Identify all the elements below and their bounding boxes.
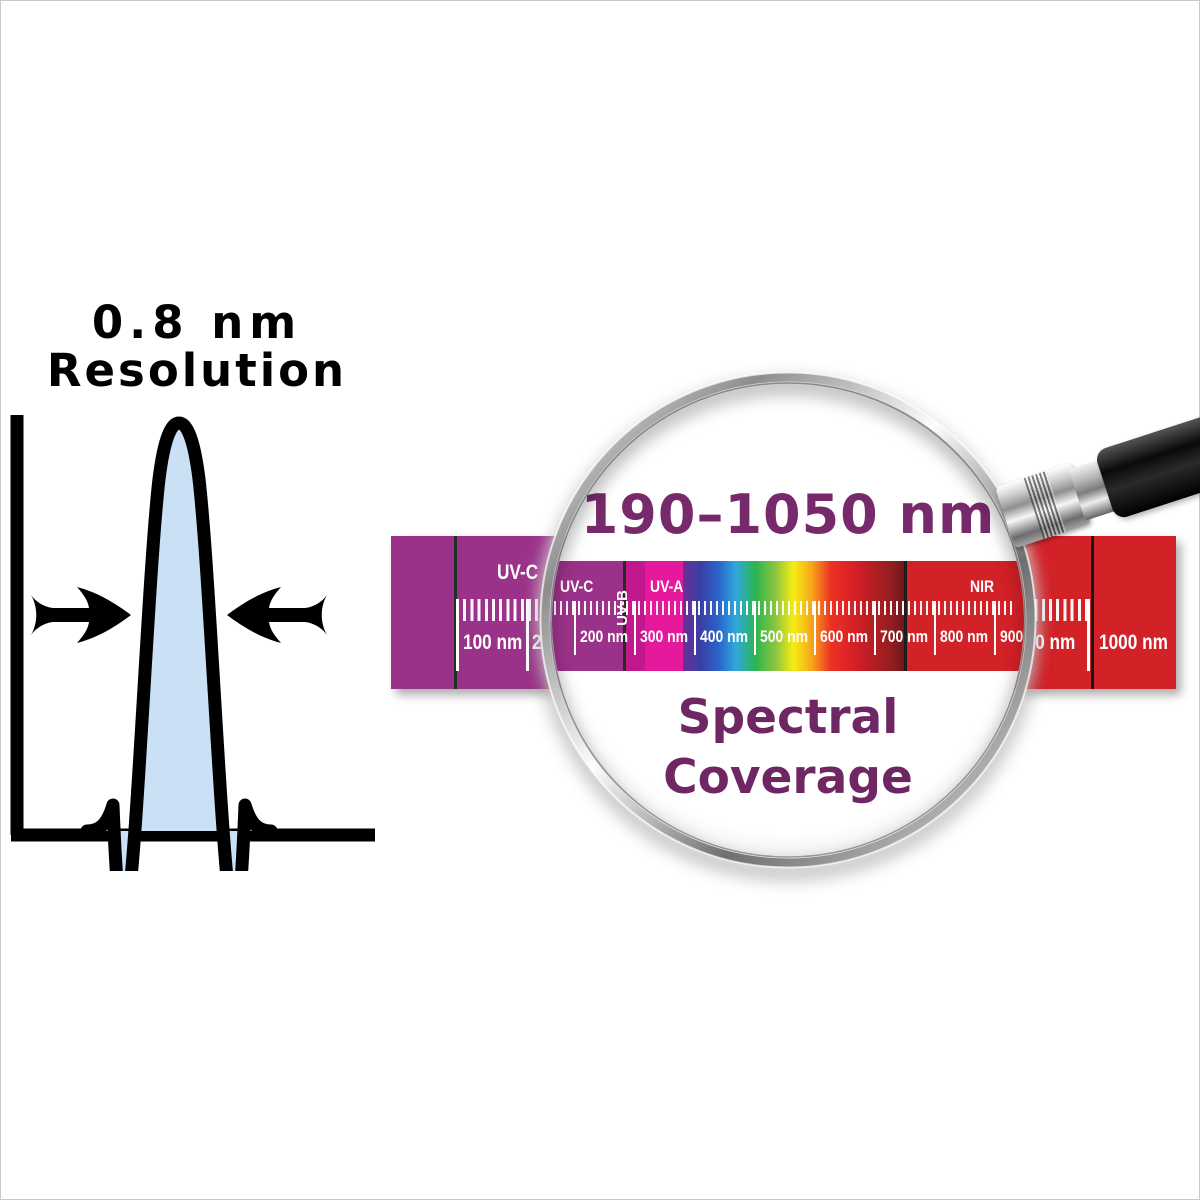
left-width-arrow-icon: [31, 587, 131, 643]
major-tick-200nm: [574, 601, 576, 655]
tick-label-300nm: 300 nm: [640, 627, 689, 646]
uva-segment: [645, 561, 683, 671]
uvc-region-label: UV-C: [560, 577, 594, 596]
major-tick-900nm: [994, 601, 996, 655]
resolution-value: 0.8 nm: [91, 296, 303, 349]
nir-region-label: NIR: [970, 577, 995, 596]
uvc-segment: [552, 561, 623, 671]
uva-region-label: UV-A: [650, 577, 684, 596]
resolution-peak: [80, 416, 278, 871]
boundary-100nm: [454, 536, 457, 689]
tick-label-900nm: 900 nm: [1000, 627, 1024, 646]
major-tick-500nm: [754, 601, 756, 655]
major-tick-1000nm: [1087, 599, 1090, 671]
major-tick-700nm: [874, 601, 876, 655]
tick-label-600nm: 600 nm: [820, 627, 869, 646]
tick-label-100nm: 100 nm: [463, 631, 523, 654]
resolution-peak-graph: [10, 415, 375, 871]
magnifier-lens: 190–1050 nm UV-C UV-B UV-A NIR 200 nm 30…: [552, 384, 1024, 856]
major-tick-200nm: [526, 599, 529, 671]
major-tick-400nm: [694, 601, 696, 655]
spectral-caption-line2: Coverage: [663, 750, 913, 805]
nir-segment: [907, 561, 1024, 671]
magnifier-handle: [1093, 399, 1200, 521]
uvc-region-label-outer: UV-C: [497, 561, 539, 584]
ferrule-knurl-band: [1023, 470, 1067, 540]
major-tick-300nm: [634, 601, 636, 655]
resolution-heading: 0.8 nm Resolution: [1, 299, 393, 394]
tick-label-400nm: 400 nm: [700, 627, 749, 646]
tick-label-800nm: 800 nm: [940, 627, 989, 646]
spectral-range-label: 190–1050 nm: [580, 483, 996, 546]
tick-label-500nm: 500 nm: [760, 627, 809, 646]
minor-ticks: [554, 601, 1016, 615]
major-tick-600nm: [814, 601, 816, 655]
major-tick-800nm: [934, 601, 936, 655]
magnifier-rim: [539, 371, 1037, 869]
uvc-uvb-boundary: [623, 561, 626, 671]
major-tick-100nm: [456, 599, 459, 671]
spectral-caption-line1: Spectral: [677, 690, 899, 745]
boundary-1000nm: [1091, 536, 1094, 689]
resolution-word: Resolution: [46, 343, 348, 397]
tick-label-700nm: 700 nm: [880, 627, 929, 646]
visible-spectrum-gradient: [683, 561, 904, 671]
spectrum-bar-right-outer: 900 nm 1000 nm: [1013, 536, 1176, 689]
tick-label-1000nm: 1000 nm: [1099, 631, 1168, 654]
vis-nir-boundary: [904, 561, 907, 671]
spectrum-bar-magnified: UV-C UV-B UV-A NIR 200 nm 300 nm 400 nm …: [552, 561, 1024, 671]
tick-label-200nm: 200 nm: [580, 627, 629, 646]
right-width-arrow-icon: [227, 587, 327, 643]
